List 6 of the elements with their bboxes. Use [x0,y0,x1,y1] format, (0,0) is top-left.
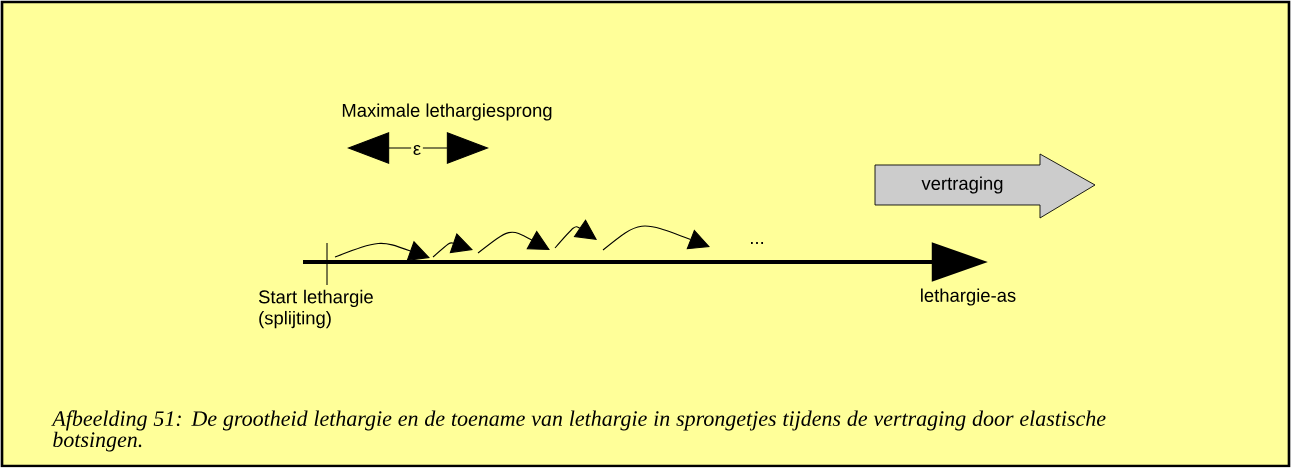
label-text: Maximale lethargiesprong [342,103,552,121]
caption: Afbeelding 51: De grootheid lethargie en de toename van lethargie in sprongetjes tijdens de vertraging door elastische botsingen. [51,410,1106,452]
label-text: ε [411,143,423,157]
label-text: ... [751,242,763,244]
label-text: lethargie-as [921,288,1016,306]
label-text: Start lethargie (splijting) [258,289,373,329]
